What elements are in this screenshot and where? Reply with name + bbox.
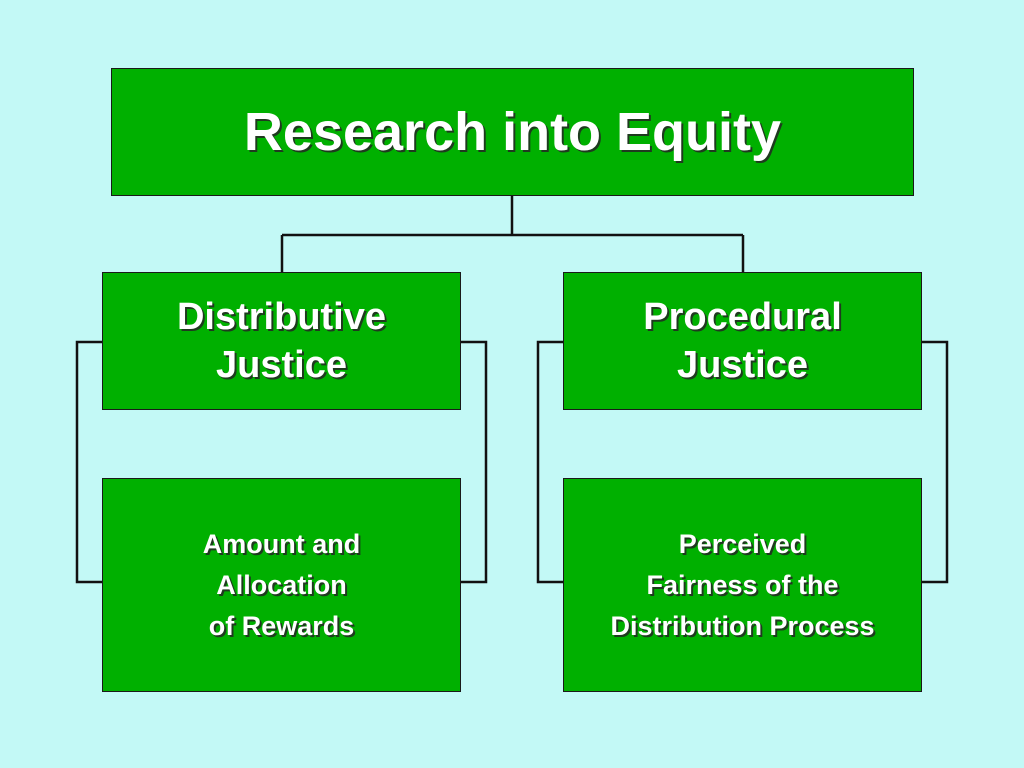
procedural-justice-box: Procedural Justice (563, 272, 922, 410)
connector-right-pair-inner (922, 340, 949, 584)
amount-allocation-box: Amount and Allocation of Rewards (102, 478, 461, 692)
connector-left-pair-inner (461, 340, 488, 584)
connector-right-pair-outer (536, 340, 563, 584)
connector-left-pair-outer (75, 340, 102, 584)
distributive-justice-box: Distributive Justice (102, 272, 461, 410)
perceived-fairness-line3: Distribution Process (610, 610, 875, 641)
title-box: Research into Equity (111, 68, 914, 196)
perceived-fairness-line1: Perceived (678, 528, 807, 559)
perceived-fairness-box: Perceived Fairness of the Distribution P… (563, 478, 922, 692)
amount-allocation-line3: of Rewards (208, 610, 355, 641)
title-text: Research into Equity (243, 102, 782, 162)
amount-allocation-line2: Allocation (216, 569, 347, 600)
distributive-justice-line2: Justice (216, 344, 347, 386)
amount-allocation-line1: Amount and (202, 528, 361, 559)
procedural-justice-line1: Procedural (643, 296, 842, 338)
distributive-justice-line1: Distributive (176, 296, 387, 338)
perceived-fairness-line2: Fairness of the (646, 569, 839, 600)
procedural-justice-line2: Justice (677, 344, 808, 386)
